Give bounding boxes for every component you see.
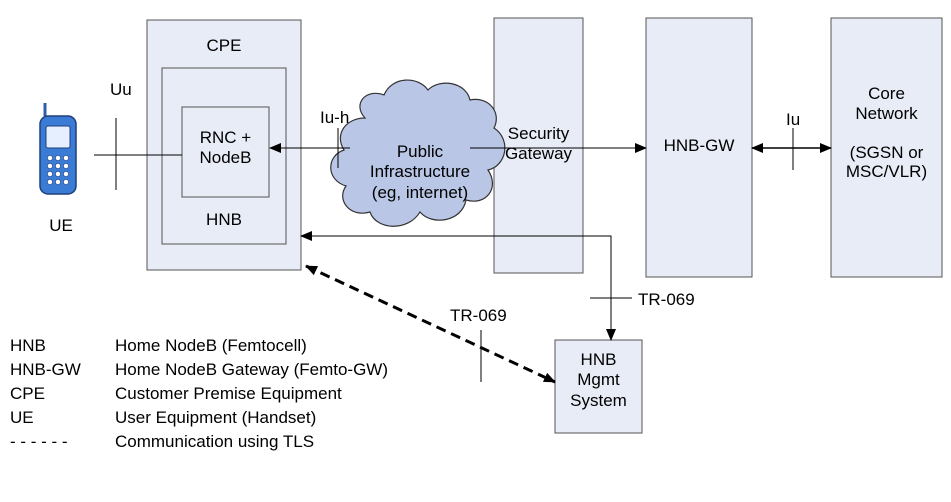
legend-row: CPE Customer Premise Equipment — [10, 384, 342, 404]
cloud-label: Public Infrastructure (eg, internet) — [369, 142, 471, 202]
core-network-box — [830, 17, 943, 278]
legend-text: Home NodeB (Femtocell) — [115, 336, 307, 355]
legend-row: UE User Equipment (Handset) — [10, 408, 316, 428]
legend-row: HNB Home NodeB (Femtocell) — [10, 336, 307, 356]
rnc-box — [181, 106, 270, 198]
legend-text: User Equipment (Handset) — [115, 408, 317, 427]
security-gateway-label: Security Gateway — [504, 124, 573, 163]
hnb-gw-label: HNB-GW — [663, 136, 735, 155]
hnb-gw-box — [645, 17, 753, 278]
rnc-label: RNC + NodeB — [199, 128, 252, 167]
hnb-label: HNB — [206, 210, 242, 229]
tr069-diag-label: TR-069 — [450, 306, 507, 325]
phone-icon — [39, 103, 77, 195]
hnb-mgmt-label: HNB Mgmt System — [570, 350, 627, 410]
legend-text: Customer Premise Equipment — [115, 384, 342, 403]
iuh-label: Iu-h — [320, 108, 350, 127]
security-gateway-box — [493, 17, 584, 274]
legend-row: HNB-GW Home NodeB Gateway (Femto-GW) — [10, 360, 388, 380]
legend-text: Communication using TLS — [115, 432, 315, 451]
uu-label: Uu — [110, 80, 132, 99]
legend-abbr: UE — [10, 408, 34, 427]
legend-abbr: - - - - - - — [10, 432, 68, 451]
ue-label: UE — [49, 216, 73, 235]
tr069-top-label: TR-069 — [638, 290, 695, 309]
legend-text: Home NodeB Gateway (Femto-GW) — [115, 360, 389, 379]
legend-abbr: HNB-GW — [10, 360, 81, 379]
cloud-shape — [330, 79, 506, 227]
legend-row: - - - - - - Communication using TLS — [10, 432, 314, 452]
legend-abbr: CPE — [10, 384, 45, 403]
iu-label: Iu — [786, 110, 801, 129]
tls-dashed-arrow — [305, 264, 556, 384]
core-network-label: Core Network (SGSN or MSC/VLR) — [845, 84, 928, 182]
legend-abbr: HNB — [10, 336, 46, 355]
cpe-label: CPE — [206, 36, 242, 55]
hnb-mgmt-box — [554, 339, 643, 434]
